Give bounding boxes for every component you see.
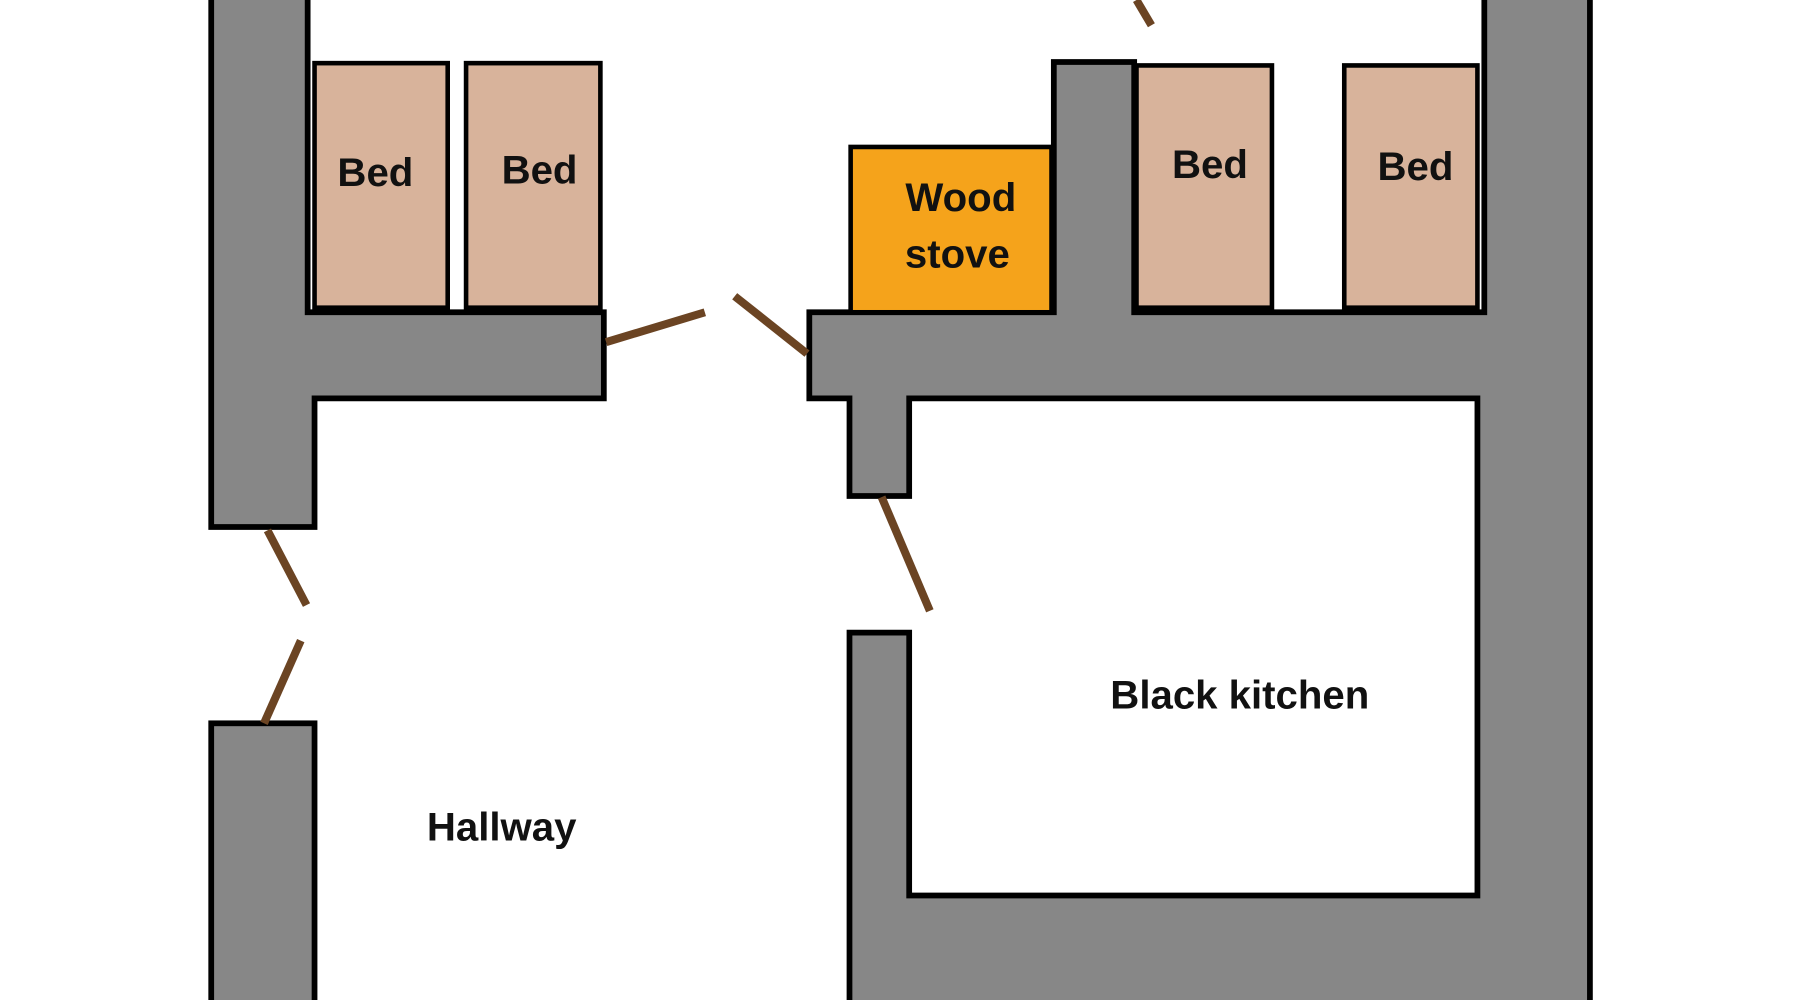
door-kitchen [877,495,934,613]
door-bedroom-right [732,293,810,357]
stove-label-line2: stove [905,232,1010,277]
door-hallway-upper [263,528,311,607]
stove-label-line1: Wood [905,175,1016,220]
door-hallway-lower [260,639,305,725]
bed-4-label: Bed [1377,144,1453,189]
bed-2 [463,60,603,310]
bed-4 [1341,63,1480,310]
hallway-label: Hallway [427,804,577,849]
bed-1-label: Bed [337,150,413,195]
wall-right-structure [806,0,1593,1000]
wall-left-upper [208,0,607,530]
bed-1 [312,60,451,310]
wall-left-lower [208,720,318,1000]
door-top [1133,0,1155,28]
bed-3 [1134,63,1275,310]
wood-stove [848,144,1054,315]
bed-2-label: Bed [502,148,578,193]
bed-3-label: Bed [1172,142,1248,187]
black-kitchen-label: Black kitchen [1110,672,1369,717]
door-bedroom-left [604,308,707,346]
